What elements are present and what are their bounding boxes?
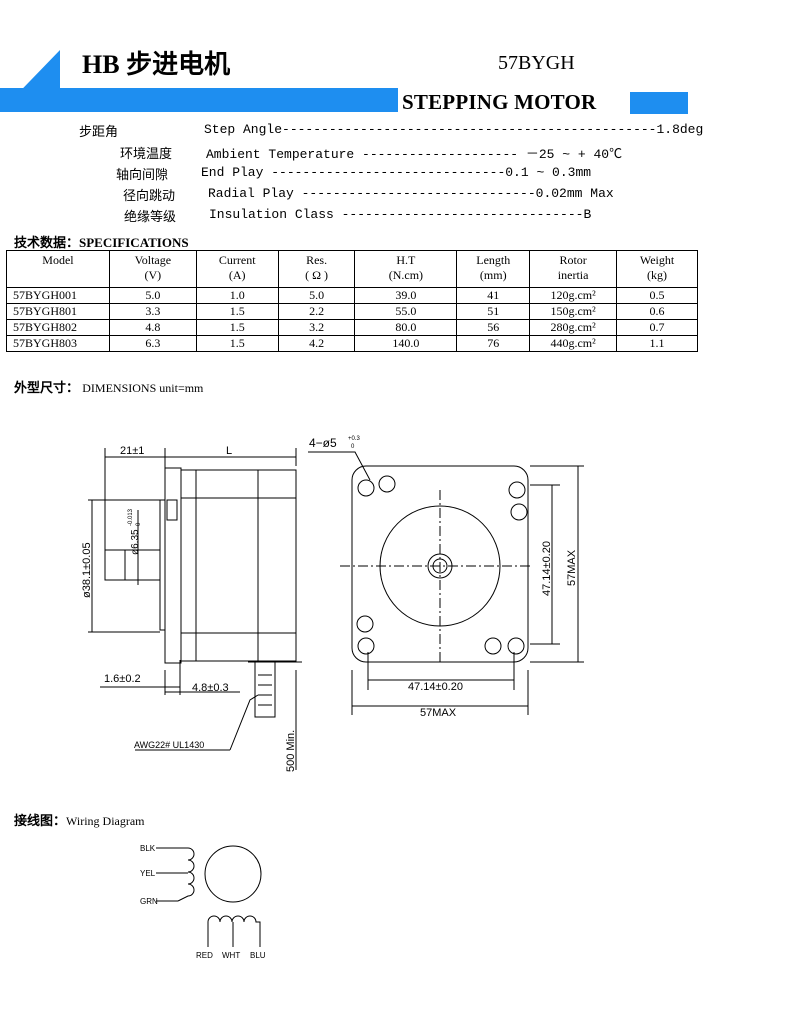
- rotor-symbol: [204, 845, 262, 903]
- wire-label-red: RED: [196, 951, 213, 960]
- specs-header-row: Model Voltage(V) Current(A) Res.( Ω ) H.…: [6, 250, 698, 288]
- dim-boss-height: 4.8±0.3: [192, 682, 229, 694]
- col-header-weight: Weight(kg): [616, 250, 698, 288]
- param-insulation-class: 绝缘等级 Insulation Class ------------------…: [124, 207, 592, 225]
- dim-hole-pitch-horizontal: 47.14±0.20: [408, 681, 463, 693]
- header-accent-rect: [630, 92, 688, 114]
- col-header-length: Length(mm): [456, 250, 531, 288]
- col-header-current: Current(A): [195, 250, 279, 288]
- dim-max-width: 57MAX: [420, 707, 457, 719]
- header-model: 57BYGH: [498, 52, 575, 74]
- dim-boss-diameter: ø38.1±0.05: [81, 542, 93, 598]
- col-header-voltage: Voltage(V): [108, 250, 197, 288]
- wiring-heading: 接线图：Wiring Diagram: [14, 814, 145, 829]
- param-ambient-temp: 环境温度 Ambient Temperature ---------------…: [120, 147, 623, 162]
- header-accent-bar: [0, 88, 398, 112]
- dim-shaft-diameter-tol-upper: -0.013: [128, 508, 134, 526]
- wire-label-wht: WHT: [222, 951, 240, 960]
- dim-mount-holes-tol-upper: +0.3: [348, 436, 361, 442]
- param-step-angle: 步距角 Step Angle--------------------------…: [79, 122, 704, 140]
- dim-max-height: 57MAX: [566, 549, 578, 586]
- dim-mount-holes-tol-lower: 0: [351, 444, 355, 450]
- dim-wire-spec: AWG22# UL1430: [134, 740, 204, 750]
- param-radial-play: 径向跳动 Radial Play -----------------------…: [123, 186, 614, 204]
- dim-shaft-diameter: ø6.35: [130, 529, 141, 555]
- wire-label-yel: YEL: [140, 869, 156, 878]
- wire-label-blk: BLK: [140, 844, 156, 853]
- coil-a: [177, 847, 195, 902]
- dim-flange-thickness: 1.6±0.2: [104, 673, 141, 685]
- dim-shaft-diameter-tol-lower: 0: [136, 522, 142, 526]
- wiring-diagram: BLK YEL GRN RED WHT BLU: [140, 844, 266, 960]
- coil-b: [207, 915, 261, 947]
- dim-hole-pitch-vertical: 47.14±0.20: [541, 541, 553, 596]
- param-end-play: 轴向间隙 End Play --------------------------…: [116, 165, 592, 183]
- col-header-model: Model: [6, 250, 110, 288]
- header-subtitle: STEPPING MOTOR: [402, 90, 597, 114]
- dimension-drawing: 21±1 L 4−ø5 +0.3 0 ø6.35 -0.013 0 ø38.1±…: [81, 436, 584, 772]
- dim-lead-length: 500 Min.: [285, 730, 297, 772]
- specs-heading: 技术数据：SPECIFICATIONS: [14, 235, 189, 251]
- dim-mount-holes: 4−ø5: [309, 436, 337, 450]
- dim-body-length: L: [226, 445, 232, 457]
- dim-shaft-length: 21±1: [120, 445, 144, 457]
- header-title: HB 步进电机: [82, 50, 231, 79]
- col-header-holding-torque: H.T(N.cm): [354, 250, 458, 288]
- dimensions-heading: 外型尺寸： DIMENSIONS unit=mm: [14, 381, 204, 396]
- wire-label-blu: BLU: [250, 951, 266, 960]
- col-header-resistance: Res.( Ω ): [277, 250, 356, 288]
- specs-table: Model Voltage(V) Current(A) Res.( Ω ) H.…: [6, 250, 698, 352]
- wire-label-grn: GRN: [140, 897, 158, 906]
